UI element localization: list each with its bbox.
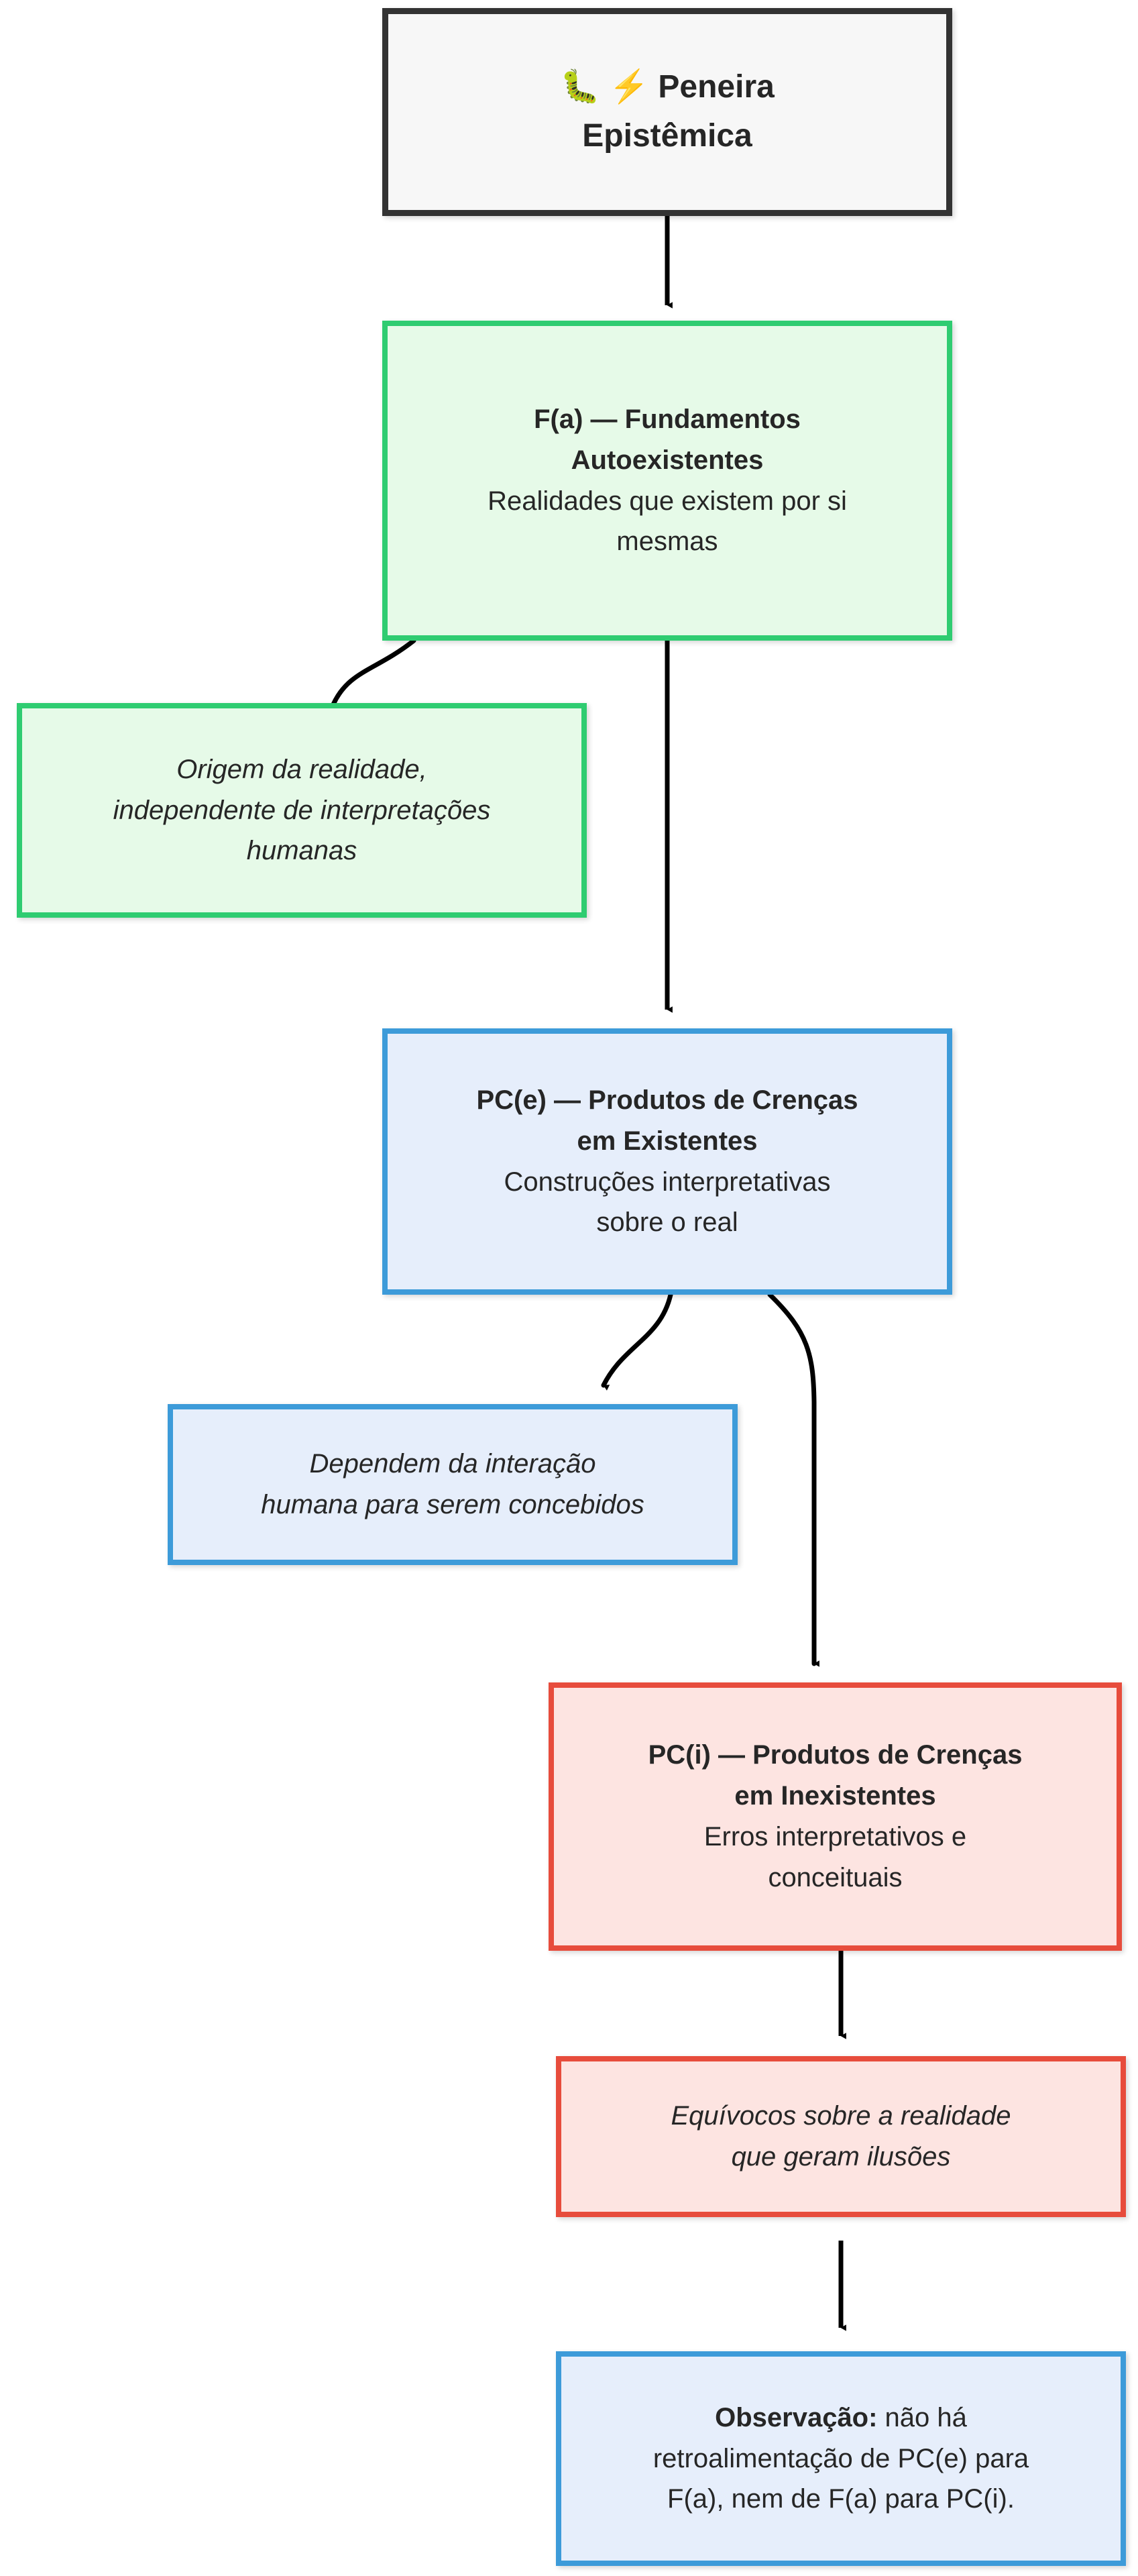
node-pce-heading-line-1: PC(e) — Produtos de Crenças	[476, 1085, 858, 1115]
node-observacao-label: Observação:	[715, 2402, 878, 2432]
node-observacao-text-1: não há	[877, 2402, 967, 2432]
node-pce-heading-line-2: em Existentes	[577, 1126, 758, 1156]
node-pce-body-line-1: Construções interpretativas	[504, 1167, 831, 1197]
node-observacao[interactable]: Observação: não há retroalimentação de P…	[556, 2351, 1126, 2566]
node-fa-detail-line-1: Origem da realidade,	[176, 754, 427, 784]
edge-pce-to-pci	[767, 1292, 819, 1667]
node-pce-detail-line-2: humana para serem concebidos	[261, 1490, 644, 1519]
node-pce-detail-dependem-da-interacao[interactable]: Dependem da interação humana para serem …	[168, 1404, 738, 1565]
node-pci-heading-line-1: PC(i) — Produtos de Crenças	[648, 1740, 1023, 1770]
node-title-text-1: Peneira	[658, 69, 775, 105]
caterpillar-icon: 🐛	[560, 69, 600, 105]
node-fa-detail-line-3: humanas	[246, 836, 357, 866]
node-pci-detail-equivocos-sobre-a-realidade[interactable]: Equívocos sobre a realidade que geram il…	[556, 2056, 1126, 2217]
node-fa-heading-line-2: Autoexistentes	[571, 445, 764, 475]
node-title-line-1: 🐛 ⚡ Peneira	[403, 63, 931, 112]
edge-pce-to-pce-detail	[601, 1292, 673, 1391]
node-fa-body-line-1: Realidades que existem por si	[488, 486, 847, 516]
node-fa-body-line-2: mesmas	[616, 527, 718, 557]
node-fa-detail-origem-da-realidade[interactable]: Origem da realidade, independente de int…	[17, 703, 587, 918]
node-fa-detail-line-2: independente de interpretações	[113, 795, 491, 825]
node-observacao-line-2: retroalimentação de PC(e) para	[652, 2443, 1029, 2473]
node-pci-detail-line-2: que geram ilusões	[731, 2142, 951, 2171]
node-fa-heading-line-1: F(a) — Fundamentos	[534, 404, 801, 434]
node-pce-produtos-de-crencas-em-existentes[interactable]: PC(e) — Produtos de Crenças em Existente…	[382, 1028, 952, 1295]
lightning-icon: ⚡	[609, 69, 650, 105]
node-pci-heading-line-2: em Inexistentes	[734, 1781, 936, 1811]
node-pci-body-line-2: conceituais	[768, 1862, 903, 1892]
node-pce-body-line-2: sobre o real	[596, 1208, 738, 1238]
node-fa-fundamentos-autoexistentes[interactable]: F(a) — Fundamentos Autoexistentes Realid…	[382, 321, 952, 641]
node-observacao-line-3: F(a), nem de F(a) para PC(i).	[667, 2484, 1015, 2514]
node-pci-produtos-de-crencas-em-inexistentes[interactable]: PC(i) — Produtos de Crenças em Inexisten…	[549, 1682, 1122, 1951]
node-pci-body-line-1: Erros interpretativos e	[703, 1822, 967, 1851]
node-title-line-2: Epistêmica	[582, 118, 752, 154]
node-pci-detail-line-1: Equívocos sobre a realidade	[671, 2101, 1011, 2131]
node-observacao-line-1: Observação: não há	[576, 2398, 1106, 2438]
node-pce-detail-line-1: Dependem da interação	[309, 1449, 596, 1479]
edge-fa-to-fa-detail	[331, 638, 416, 710]
node-peneira-epistemica[interactable]: 🐛 ⚡ Peneira Epistêmica	[382, 8, 952, 216]
